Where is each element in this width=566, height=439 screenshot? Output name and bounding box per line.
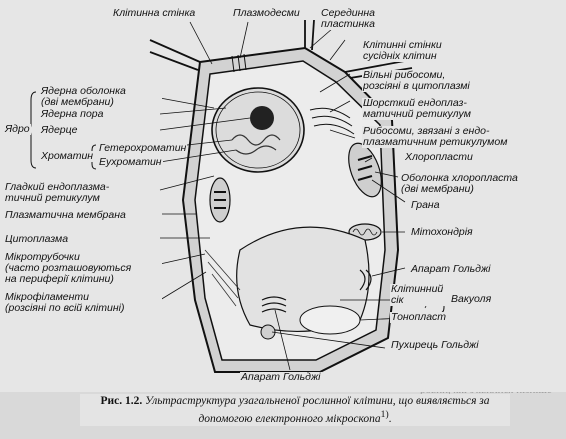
label-heterochromatin: Гетерохроматин xyxy=(98,142,188,154)
figure-caption-end: . xyxy=(388,412,392,425)
chloroplast-1 xyxy=(348,142,382,198)
label-microtubules: Мікротрубочки (часто розташовуються на п… xyxy=(4,252,162,285)
label-cell-wall: Клітинна стінка xyxy=(112,7,197,19)
neighbor-wall-top xyxy=(304,19,315,51)
label-nuclear-pore: Ядерна пора xyxy=(40,108,105,120)
chromatin-shape xyxy=(231,134,281,155)
label-golgi-right: Апарат Гольджі xyxy=(410,263,492,275)
label-cell-sap: Клітинний сік xyxy=(390,284,452,306)
label-euchromatin: Еухроматин xyxy=(98,156,163,168)
figure-caption: Рис. 1.2. Ультраструктура узагальненої р… xyxy=(80,394,510,426)
label-tonoplast: Тонопласт xyxy=(390,311,448,323)
label-er-ribosomes: Рибосоми, звязані з ендо- плазматичним р… xyxy=(362,126,530,148)
label-cytoplasm: Цитоплазма xyxy=(4,233,70,245)
figure-number: Рис. 1.2. xyxy=(100,395,143,407)
label-golgi-vesicle: Пухирець Гольджі xyxy=(390,339,480,351)
figure-caption-text: Ультраструктура узагальненої рослинної к… xyxy=(145,395,490,425)
nucleolus-shape xyxy=(250,106,274,130)
label-mitochondrion: Мітохондрія xyxy=(410,226,474,238)
label-plasmodesmata: Плазмодесми xyxy=(232,7,301,19)
label-nuclear-envelope: Ядерна оболонка (дві мембрани) xyxy=(40,86,162,108)
neighbor-wall-left xyxy=(149,39,201,71)
nucleus-inner-membrane xyxy=(215,91,301,169)
label-middle-lamella: Серединна пластинка xyxy=(320,8,418,30)
label-microfilaments: Мікрофіламенти (розсіяні по всій клітині… xyxy=(4,292,162,314)
nucleus-shape xyxy=(211,87,305,173)
chloroplast-2 xyxy=(209,177,231,223)
label-chloroplast-envelope: Оболонка хлоропласта (дві мембрани) xyxy=(400,173,542,195)
tonoplast-inner xyxy=(299,305,361,335)
microfilaments-shape xyxy=(204,249,241,307)
label-golgi-bottom: Апарат Гольджі xyxy=(240,371,322,383)
figure-footnote-mark: 1) xyxy=(380,409,389,420)
label-chloroplasts: Хлоропласти xyxy=(404,151,474,163)
label-grana: Грана xyxy=(410,199,441,211)
golgi-vesicle-shape xyxy=(260,324,276,340)
label-nucleus: Ядро xyxy=(4,123,31,135)
label-rough-er: Шорсткий ендоплаз- матичний ретикулум xyxy=(362,98,488,120)
golgi-right-shape xyxy=(359,269,372,291)
label-plasma-membrane: Плазматична мембрана xyxy=(4,209,127,221)
rough-er-shape xyxy=(309,107,355,135)
label-chromatin: Хроматин xyxy=(40,150,95,162)
plasmodesmata-lines xyxy=(231,53,247,73)
label-nucleolus: Ядерце xyxy=(40,124,79,136)
golgi-bottom-shape xyxy=(261,296,287,313)
label-free-ribosomes: Вільні рибосоми, розсіяні в цитоплазмі xyxy=(362,70,492,92)
label-vacuole: Вакуоля xyxy=(450,293,493,305)
label-smooth-er: Гладкий ендоплазма- тичний ретикулум xyxy=(4,182,146,204)
label-neighbor-walls: Клітинні стінки сусідніх клітин xyxy=(362,40,468,62)
